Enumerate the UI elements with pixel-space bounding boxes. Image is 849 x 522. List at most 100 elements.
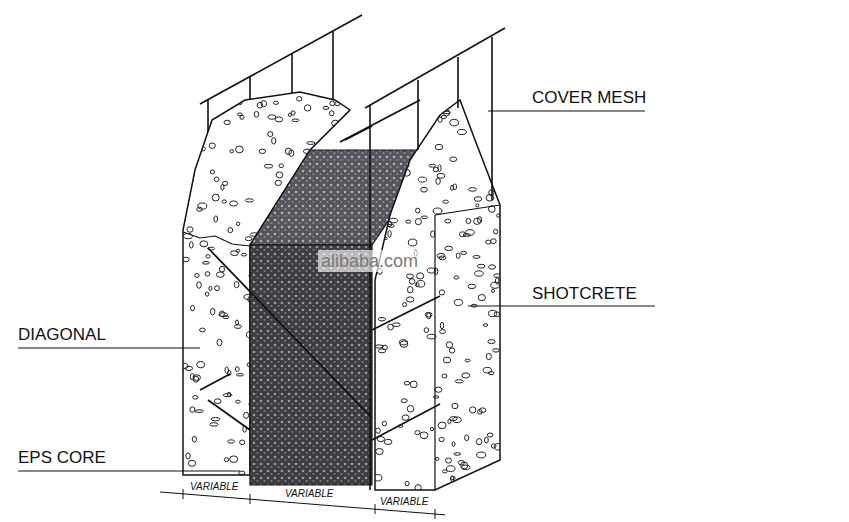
pebble: [292, 119, 299, 122]
pebble: [205, 272, 210, 276]
pebble: [330, 101, 335, 106]
pebble: [239, 471, 245, 474]
pebble: [406, 220, 411, 223]
pebble: [443, 357, 450, 363]
pebble: [473, 256, 480, 259]
pebble: [219, 266, 224, 272]
pebble: [399, 108, 406, 110]
pebble: [491, 289, 494, 292]
shotcrete-right: [375, 100, 500, 490]
pebble: [378, 349, 385, 353]
pebble: [388, 152, 392, 156]
pebble: [421, 99, 427, 103]
pebble: [244, 94, 249, 100]
pebble: [216, 272, 224, 277]
pebble: [275, 180, 281, 185]
pebble: [230, 150, 234, 153]
pebble: [488, 310, 496, 316]
pebble: [444, 110, 450, 116]
pebble: [183, 257, 190, 261]
pebble: [236, 249, 240, 252]
pebble: [291, 111, 295, 115]
pebble: [419, 129, 426, 134]
pebble: [400, 142, 407, 145]
pebble: [449, 348, 454, 353]
pebble: [197, 282, 202, 288]
dimension-label: VARIABLE: [190, 481, 238, 493]
pebble: [446, 342, 452, 348]
pebble: [379, 241, 383, 244]
pebble: [259, 149, 265, 153]
pebble: [478, 410, 483, 415]
part-label: DIAGONAL: [18, 325, 106, 345]
pebble: [483, 367, 491, 373]
pebble: [244, 412, 249, 418]
pebble: [405, 117, 412, 123]
pebble: [470, 407, 476, 413]
pebble: [378, 318, 385, 321]
pebble: [210, 170, 214, 174]
pebble: [398, 152, 402, 156]
pebble: [245, 237, 252, 241]
pebble: [382, 215, 386, 220]
pebble: [458, 129, 467, 134]
pebble: [219, 91, 225, 96]
pebble: [187, 227, 193, 232]
pebble: [279, 164, 283, 168]
pebble: [380, 127, 385, 130]
pebble: [410, 118, 416, 122]
pebble: [410, 381, 417, 388]
pebble: [468, 284, 476, 288]
pebble: [494, 274, 502, 278]
pebble: [210, 423, 218, 426]
pebble: [494, 229, 498, 234]
pebble: [407, 274, 414, 279]
eps-core-front: [250, 245, 372, 485]
pebble: [181, 127, 186, 132]
pebble: [222, 200, 227, 203]
pebble: [211, 418, 220, 421]
pebble: [254, 111, 259, 117]
pebble: [494, 312, 499, 317]
pebble: [488, 340, 495, 344]
pebble: [375, 132, 384, 138]
pebble: [268, 132, 273, 137]
pebble: [488, 372, 494, 375]
pebble: [478, 217, 482, 223]
pebble: [230, 456, 238, 463]
pebble: [446, 458, 452, 463]
pebble: [439, 256, 446, 260]
pebble: [213, 88, 219, 94]
pebble: [236, 320, 239, 325]
pebble: [381, 163, 385, 170]
pebble: [461, 251, 467, 254]
pebble: [415, 219, 421, 225]
pebble: [462, 373, 470, 378]
pebble: [490, 469, 493, 474]
pebble: [235, 367, 239, 372]
pebble: [206, 97, 214, 102]
pebble: [237, 102, 242, 105]
pebble: [190, 374, 194, 380]
pebble: [474, 218, 481, 224]
pebble: [424, 328, 429, 333]
pebble: [403, 169, 410, 176]
dimension-label: VARIABLE: [285, 488, 333, 500]
pebble: [482, 105, 485, 111]
pebble: [386, 164, 393, 170]
pebble: [276, 172, 283, 178]
pebble: [386, 167, 390, 172]
part-label: COVER MESH: [532, 88, 646, 108]
pebble: [454, 299, 462, 305]
pebble: [433, 111, 437, 114]
pebble: [404, 381, 410, 385]
pebble: [389, 156, 395, 160]
pebble: [403, 123, 411, 128]
pebble: [440, 322, 443, 329]
pebble: [209, 143, 215, 148]
pebble: [188, 460, 195, 466]
pebble: [224, 458, 228, 462]
pebble: [195, 410, 204, 413]
pebble: [223, 181, 228, 185]
